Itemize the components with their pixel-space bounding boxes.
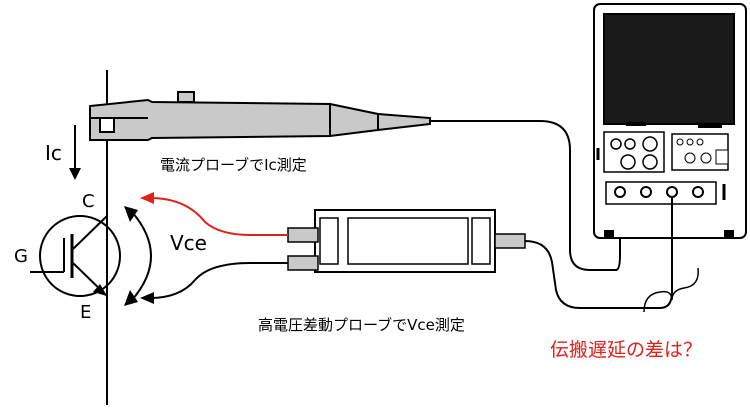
black-probe-lead — [149, 262, 288, 299]
ic-arrow-head — [69, 168, 81, 180]
delay-question-label: 伝搬遅延の差は？ — [550, 339, 702, 361]
differential-probe-cable — [524, 196, 673, 309]
differential-probe — [287, 209, 526, 273]
scope-input-ch4 — [692, 186, 704, 198]
delay-brace — [643, 267, 699, 313]
oscilloscope — [593, 3, 747, 239]
scope-input-ch2 — [640, 186, 652, 198]
voltage-probe-label: 高電圧差動プローブでVce測定 — [258, 316, 465, 334]
ic-label: Ic — [45, 141, 62, 165]
scope-screen — [603, 13, 735, 125]
current-probe-label: 電流プローブでIc測定 — [160, 156, 307, 174]
black-lead-arrow-head — [140, 292, 154, 304]
current-probe-cable — [430, 120, 621, 271]
vce-label: Vce — [170, 231, 207, 255]
vce-arc-head-top — [124, 206, 138, 222]
current-probe — [89, 91, 431, 141]
red-lead-arrow-head — [140, 192, 154, 204]
vce-arc-head-bottom — [124, 290, 138, 306]
emitter-label: E — [80, 302, 91, 323]
transistor-symbol — [30, 215, 121, 297]
collector-label: C — [82, 191, 95, 212]
red-probe-lead — [149, 197, 288, 236]
vce-arc — [131, 211, 152, 301]
scope-input-ch1 — [614, 186, 626, 198]
scope-input-ch3 — [666, 186, 678, 198]
gate-label: G — [14, 246, 28, 267]
